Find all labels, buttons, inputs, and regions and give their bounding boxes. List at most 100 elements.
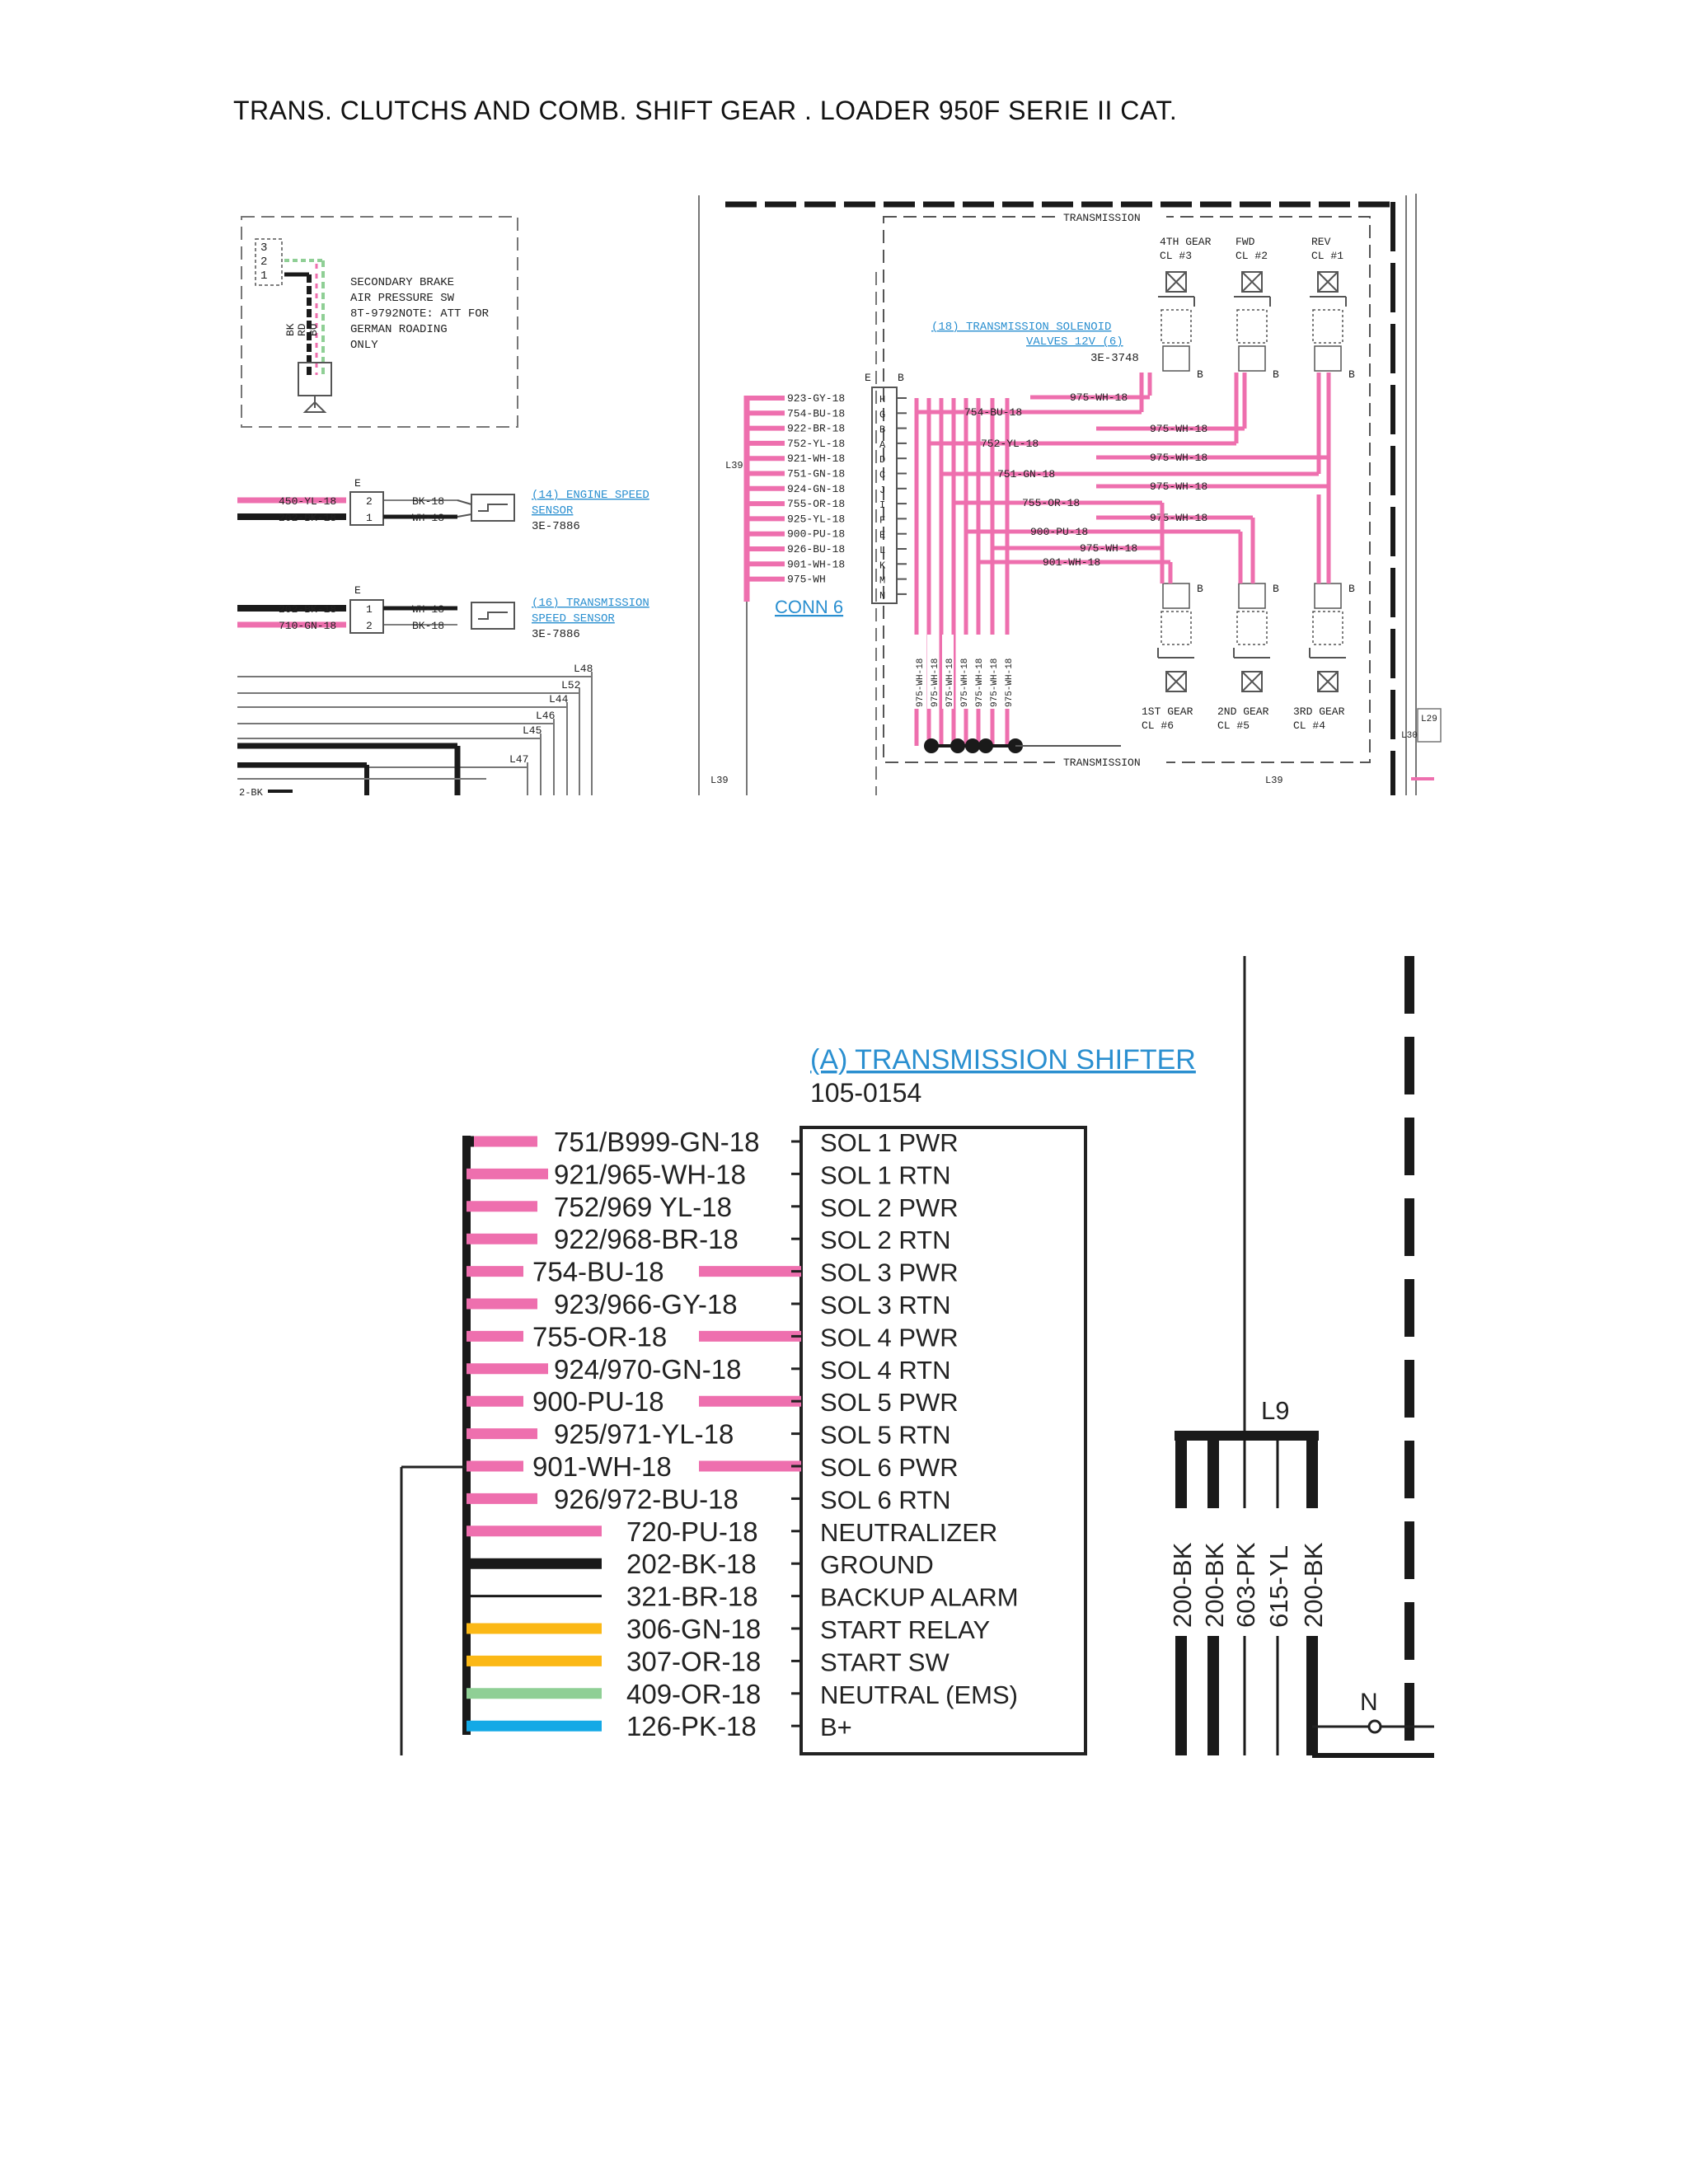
solenoid-b-label: B [1273,583,1279,595]
connector-pin-C: C [879,470,885,481]
engine-sensor-link: (14) ENGINE SPEED [532,489,649,502]
harness-label: L44 [549,693,569,705]
inner-wire-label: 754-BU-18 [964,406,1022,419]
shifter-function-label: SOL 3 RTN [820,1291,951,1319]
connector-wire-label: 754-BU-18 [787,407,845,419]
brake-pin-1: 1 [260,269,267,283]
bottom-clutch-label: CL #6 [1142,719,1174,732]
top-solenoid-1-coil-x [1165,271,1187,293]
shifter-part-number: 105-0154 [810,1078,921,1108]
vertical-label-bg [987,635,998,709]
shifter-wire-label: 752/969 YL-18 [554,1192,732,1222]
shifter-wire-label: 755-OR-18 [532,1321,667,1352]
connector-wire-label: 921-WH-18 [787,452,845,465]
connector-wire-label: 900-PU-18 [787,528,845,541]
l9-label: L9 [1261,1396,1289,1425]
harness-label: L52 [561,679,580,691]
vertical-wire-label: 975-WH-18 [1005,658,1015,707]
l9-n-node [1367,1719,1382,1734]
connector-wire-label: 901-WH-18 [787,558,845,570]
wire-label-bg [785,512,869,524]
connector-head: E [865,372,871,384]
bottom-solenoid-coil-x [1317,671,1339,692]
label-l30: L30 [1401,731,1418,741]
solenoid-b-label: B [1273,368,1279,381]
wire-label-bg [785,466,869,479]
return-wire-label: 975-WH-18 [1150,480,1207,493]
label-l39: L39 [1265,775,1283,786]
bottom-clutch-label: 2ND GEAR [1217,705,1269,718]
engine-sensor-part: 3E-7886 [532,520,580,533]
l9-wire-label: 200-BK [1299,1542,1328,1628]
bottom-clutch-label: CL #4 [1293,719,1325,732]
return-wire-label: 975-WH-18 [1150,423,1207,435]
shifter-function-label: SOL 4 PWR [820,1323,959,1352]
trans-sensor-pin: 1 [366,603,373,616]
trans-sensor-wire-label: 202-BK-18 [279,603,336,616]
l9-n-label: N [1360,1689,1378,1716]
splice-dot [965,738,980,753]
brake-description: GERMAN ROADING [350,323,448,336]
transmission-frame [883,216,1371,763]
harness-label: L46 [536,710,555,722]
shifter-wire-label: 321-BR-18 [626,1582,758,1612]
top-clutch-label: CL #2 [1236,250,1268,262]
top-solenoid-2-coil-x [1241,271,1263,293]
trans-sensor-pin: 2 [366,620,373,632]
shifter-function-label: B+ [820,1713,852,1741]
trans-sensor-part: 3E-7886 [532,628,580,641]
top-solenoid-2-stem [1236,309,1268,344]
top-solenoid-3-plug [1314,345,1342,372]
connector-wire-label: 926-BU-18 [787,543,845,555]
trans-sensor-wire-label: 710-GN-18 [279,620,336,632]
top-clutch-label: CL #3 [1160,250,1192,262]
trans-sensor-link: (16) TRANSMISSION [532,597,649,610]
bottom-solenoid-plug [1314,583,1342,609]
connector-pin-D: D [879,454,885,466]
vertical-wire-label: 975-WH-18 [960,658,970,707]
inner-wire-label: 752-YL-18 [981,438,1039,450]
bottom-solenoid-stem [1236,611,1268,645]
top-solenoid-3-coil [1317,271,1339,293]
bottom-solenoid-stem [1312,611,1343,645]
trans-sensor-plug [349,599,384,634]
engine-sensor-link: SENSOR [532,504,574,518]
bottom-clutch-label: 3RD GEAR [1293,705,1345,718]
brake-wire-label: BK [284,323,297,336]
solenoid-part: 3E-3748 [1090,352,1139,365]
trans-sensor-e: E [354,584,361,597]
brake-description: SECONDARY BRAKE [350,276,454,289]
engine-sensor-plug [349,491,384,526]
vertical-label-bg [1001,635,1013,709]
brake-wire-label: BU [307,323,320,336]
connector-body [871,387,898,604]
connector-pin-A: A [879,439,886,451]
vertical-label-bg [957,635,968,709]
connector-wire-label: 925-YL-18 [787,513,845,525]
solenoid-valves-link: (18) TRANSMISSION SOLENOID [931,321,1111,334]
shifter-connector-box [799,1126,1087,1755]
top-solenoid-1-coil [1165,271,1187,293]
return-wire-label: 975-WH-18 [1150,512,1207,524]
connector-pin-L: L [879,545,885,556]
shifter-wire-label: 409-OR-18 [626,1679,761,1709]
vertical-wire-label: 975-WH-18 [945,658,955,707]
transmission-label-top: TRANSMISSION [1063,212,1141,224]
connector-wire-label: 752-YL-18 [787,438,845,450]
bottom-solenoid-plug [1162,583,1190,609]
wire-label-bg [785,421,869,434]
wire-label-bg [785,557,869,569]
connector-wire-label: 751-GN-18 [787,468,845,480]
shifter-wire-label: 306-GN-18 [626,1614,761,1644]
brake-description: ONLY [350,339,378,352]
top-clutch-label: FWD [1236,236,1255,248]
splice-dot [978,738,993,753]
shifter-wire-label: 925/971-YL-18 [554,1419,734,1450]
shifter-function-label: SOL 4 RTN [820,1356,951,1385]
bottom-clutch-label: CL #5 [1217,719,1250,732]
splice-dot [950,738,965,753]
connector-wire-label: 975-WH [787,574,826,586]
bottom-clutch-label: 1ST GEAR [1142,705,1193,718]
sensor-lead [457,513,472,518]
shifter-wire-label: 754-BU-18 [532,1257,664,1287]
